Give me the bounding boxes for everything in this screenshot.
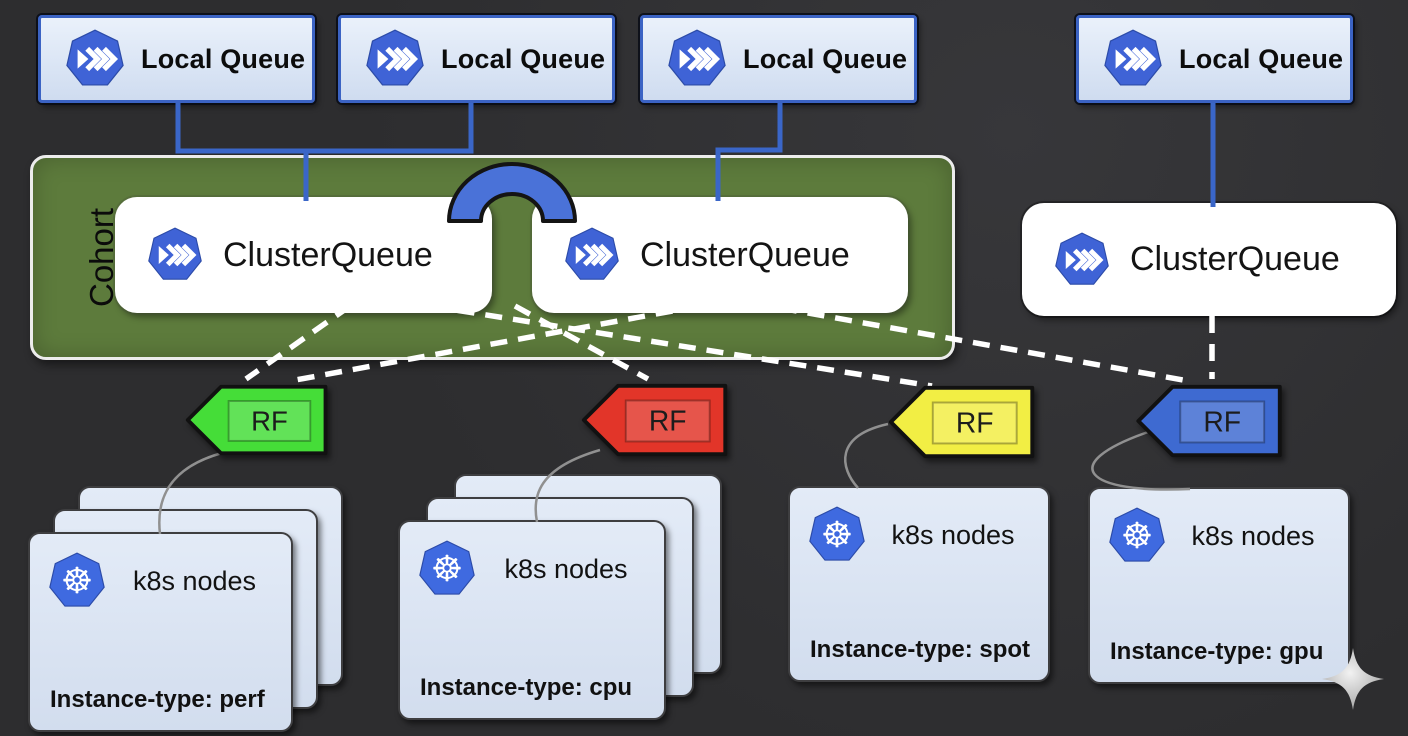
node-group-spot: k8s nodes Instance-type: spot	[788, 486, 1050, 682]
cluster-queue-box-1: ClusterQueue	[115, 197, 492, 313]
cluster-queue-label: ClusterQueue	[1130, 240, 1340, 278]
tag-inner-border	[931, 401, 1018, 445]
resource-flavor-tag-blue: RF	[1133, 381, 1290, 461]
tag-inner-plate	[932, 402, 1017, 444]
kueue-queue-icon	[1054, 232, 1110, 288]
node-card: k8s nodes Instance-type: perf	[28, 532, 293, 732]
local-queue-label: Local Queue	[743, 43, 908, 74]
tag-inner-plate	[625, 400, 710, 442]
resource-flavor-label: RF	[649, 405, 687, 437]
node-card: k8s nodes Instance-type: gpu	[1088, 487, 1350, 684]
kubernetes-icon	[49, 552, 105, 607]
kueue-queue-icon	[65, 29, 125, 89]
tag-shape	[581, 383, 728, 457]
kubernetes-icon	[809, 506, 865, 561]
local-queue-label: Local Queue	[1179, 43, 1344, 74]
resource-flavor-tag-red: RF	[578, 380, 736, 460]
local-queue-label: Local Queue	[441, 43, 606, 74]
tag-shape	[888, 385, 1035, 459]
instance-type-label: Instance-type: perf	[50, 686, 265, 713]
node-card-title: k8s nodes	[132, 566, 257, 596]
kueue-queue-icon	[1103, 29, 1163, 89]
local-queue-box-4: Local Queue	[1076, 15, 1353, 103]
cluster-queue-box-2: ClusterQueue	[532, 197, 908, 313]
resource-flavor-label: RF	[251, 405, 288, 436]
tag-inner-border	[227, 400, 312, 442]
cluster-queue-box-external: ClusterQueue	[1022, 203, 1396, 316]
link-rf-yellow-spot	[844, 422, 889, 489]
local-queue-box-2: Local Queue	[338, 15, 615, 103]
resource-flavor-label: RF	[1203, 406, 1241, 438]
node-group-perf: k8s nodes Instance-type: perf	[28, 486, 344, 733]
instance-type-label: Instance-type: spot	[810, 636, 1031, 663]
node-group-cpu: k8s nodes Instance-type: cpu	[398, 474, 724, 721]
instance-type-label: Instance-type: cpu	[420, 674, 633, 701]
sparkle-icon	[1322, 648, 1384, 710]
local-queue-label: Local Queue	[141, 43, 306, 74]
kueue-queue-icon	[564, 227, 620, 283]
tag-inner-plate	[1180, 401, 1265, 443]
instance-type-label: Instance-type: gpu	[1110, 638, 1324, 665]
cluster-queue-label: ClusterQueue	[223, 235, 433, 274]
kueue-queue-icon	[667, 29, 727, 89]
tag-inner-border	[1179, 400, 1266, 444]
tag-shape	[185, 384, 328, 456]
node-card-title: k8s nodes	[891, 520, 1015, 550]
resource-flavor-label: RF	[956, 407, 994, 439]
kubernetes-icon	[419, 540, 475, 595]
resource-flavor-tag-green: RF	[183, 380, 335, 460]
node-card-title: k8s nodes	[1191, 521, 1315, 551]
kueue-queue-icon	[365, 29, 425, 89]
resource-flavor-tag-yellow: RF	[883, 382, 1045, 462]
tag-inner-plate	[228, 401, 311, 441]
kubernetes-icon	[1109, 507, 1165, 562]
link-lq1-lq2-bus	[175, 103, 474, 154]
node-card: k8s nodes Instance-type: spot	[788, 486, 1050, 682]
node-card-title: k8s nodes	[504, 554, 628, 584]
node-card: k8s nodes Instance-type: cpu	[398, 520, 666, 720]
node-group-gpu: k8s nodes Instance-type: gpu	[1088, 487, 1350, 684]
tag-inner-border	[624, 399, 711, 443]
kueue-queue-icon	[147, 227, 203, 283]
local-queue-box-3: Local Queue	[640, 15, 917, 103]
local-queue-box-1: Local Queue	[38, 15, 315, 103]
cluster-queue-label: ClusterQueue	[640, 235, 850, 274]
